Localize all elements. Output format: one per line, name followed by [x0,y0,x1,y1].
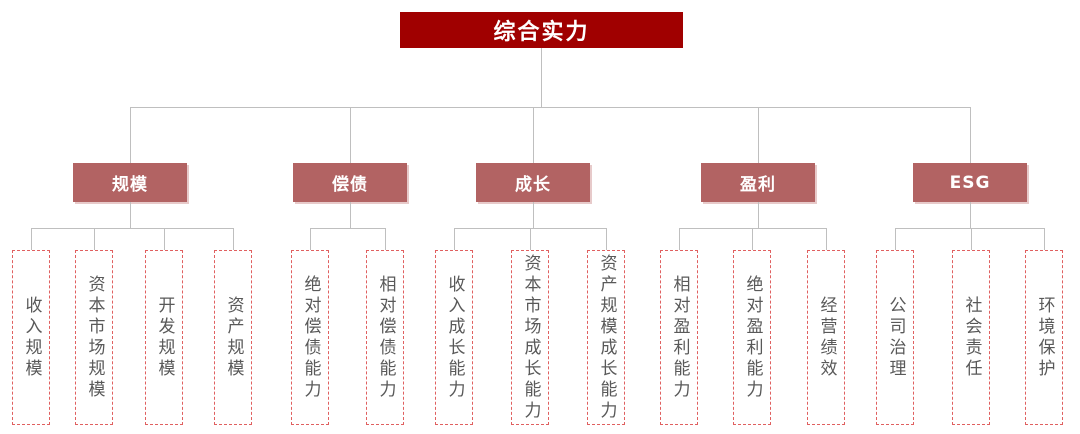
connector-line [31,228,233,229]
connector-line [31,228,32,250]
connector-line [971,228,972,250]
leaf-node-corporate-governance: 公司治理 [876,250,914,425]
leaf-node-social-responsibility: 社会责任 [952,250,990,425]
leaf-label: 收入成长能力 [444,274,465,401]
leaf-label: 社会责任 [961,295,982,380]
connector-line [541,48,542,107]
leaf-node-asset-scale-growth: 资产规模成长能力 [587,250,625,425]
connector-line [533,202,534,228]
leaf-label: 绝对偿债能力 [300,274,321,401]
connector-line [233,228,234,250]
group-node-scale: 规模 [73,163,187,202]
leaf-label: 资本市场规模 [84,274,105,401]
leaf-node-revenue-growth: 收入成长能力 [435,250,473,425]
connector-line [895,228,1044,229]
connector-line [164,228,165,250]
connector-line [310,228,385,229]
leaf-label: 相对偿债能力 [375,274,396,401]
connector-line [130,107,131,163]
group-node-growth: 成长 [476,163,590,202]
leaf-node-development-scale: 开发规模 [145,250,183,425]
leaf-label: 收入规模 [21,295,42,380]
leaf-node-absolute-profitability: 绝对盈利能力 [733,250,771,425]
leaf-label: 资产规模成长能力 [596,253,617,422]
leaf-node-revenue-scale: 收入规模 [12,250,50,425]
connector-line [350,202,351,228]
leaf-node-capital-market-scale: 资本市场规模 [75,250,113,425]
connector-line [826,228,827,250]
connector-line [1044,228,1045,250]
connector-line [350,107,351,163]
leaf-label: 资本市场成长能力 [520,253,541,422]
leaf-node-absolute-solvency: 绝对偿债能力 [291,250,329,425]
leaf-node-relative-solvency: 相对偿债能力 [366,250,404,425]
leaf-label: 绝对盈利能力 [742,274,763,401]
connector-line [454,228,455,250]
group-node-debt: 偿债 [293,163,407,202]
leaf-label: 经营绩效 [816,295,837,380]
connector-line [385,228,386,250]
connector-line [130,202,131,228]
leaf-label: 公司治理 [885,295,906,380]
root-node: 综合实力 [400,12,683,48]
connector-line [679,228,680,250]
connector-line [94,228,95,250]
leaf-node-capital-market-growth: 资本市场成长能力 [511,250,549,425]
connector-line [970,202,971,228]
group-node-profitability: 盈利 [701,163,815,202]
connector-line [970,107,971,163]
leaf-label: 相对盈利能力 [669,274,690,401]
connector-line [533,107,534,163]
connector-line [758,202,759,228]
leaf-node-asset-scale: 资产规模 [214,250,252,425]
leaf-node-environmental-protection: 环境保护 [1025,250,1063,425]
leaf-label: 资产规模 [223,295,244,380]
connector-line [895,228,896,250]
connector-line [310,228,311,250]
connector-line [752,228,753,250]
leaf-node-relative-profitability: 相对盈利能力 [660,250,698,425]
connector-line [606,228,607,250]
connector-line [758,107,759,163]
leaf-node-operating-performance: 经营绩效 [807,250,845,425]
connector-line [130,107,970,108]
group-node-esg: ESG [913,163,1027,202]
leaf-label: 环境保护 [1034,295,1055,380]
leaf-label: 开发规模 [154,295,175,380]
connector-line [530,228,531,250]
